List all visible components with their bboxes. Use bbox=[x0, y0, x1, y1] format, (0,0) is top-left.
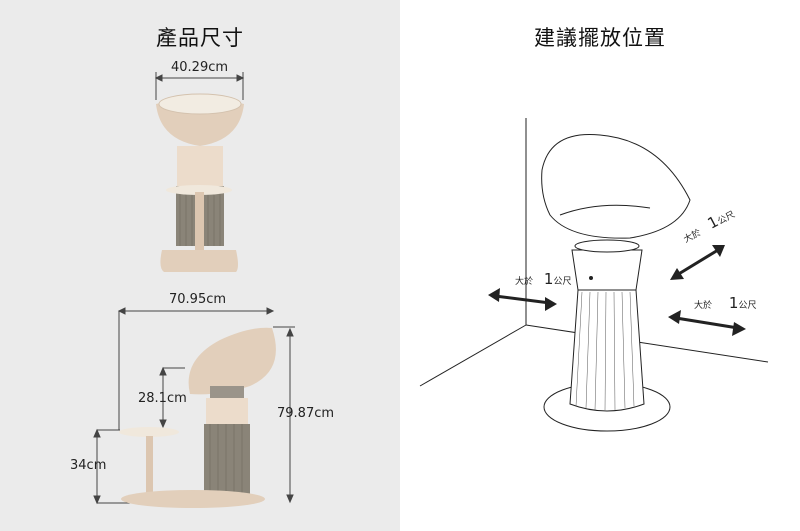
table-height-label: 34cm bbox=[70, 458, 107, 473]
clearance-arrows bbox=[488, 245, 746, 336]
dimension-arrows-side bbox=[93, 307, 295, 505]
side-width-label: 70.95cm bbox=[169, 292, 227, 307]
product-dimensions-drawing bbox=[93, 72, 295, 508]
placement-diagram bbox=[419, 118, 769, 432]
product-dimensions-panel: 產品尺寸 bbox=[0, 0, 400, 531]
clearance-prefix: 大於 bbox=[515, 277, 534, 287]
dimensions-title: 產品尺寸 bbox=[156, 26, 244, 50]
placement-panel: 建議擺放位置 bbox=[400, 0, 800, 531]
total-height-label: 79.87cm bbox=[277, 406, 335, 421]
clearance-prefix: 大於 bbox=[694, 301, 713, 311]
room-corner-lines bbox=[419, 118, 769, 387]
product-side bbox=[119, 327, 276, 508]
clearance-unit: 公尺 bbox=[553, 277, 572, 287]
purifier-line-drawing bbox=[541, 133, 691, 432]
clearance-right-label: 大於 1公尺 bbox=[694, 294, 756, 312]
width-dimension-arrow-top bbox=[154, 72, 245, 100]
clearance-value: 1 bbox=[543, 270, 554, 288]
product-upright bbox=[156, 93, 244, 272]
clearance-unit: 公尺 bbox=[738, 301, 757, 311]
clearance-left-label: 大於 1公尺 bbox=[515, 270, 571, 288]
top-width-label: 40.29cm bbox=[171, 60, 229, 75]
placement-title: 建議擺放位置 bbox=[534, 26, 666, 50]
bowl-gap-label: 28.1cm bbox=[138, 391, 187, 406]
clearance-value: 1 bbox=[728, 294, 739, 312]
